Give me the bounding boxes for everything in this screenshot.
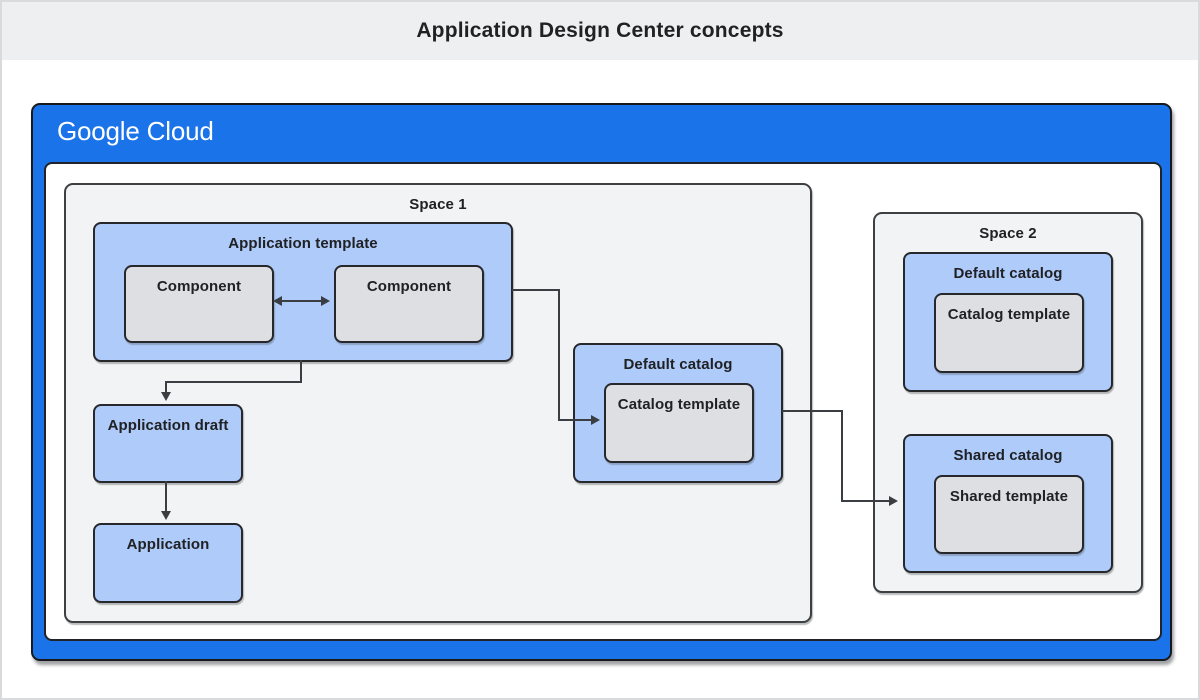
page-title: Application Design Center concepts (416, 19, 784, 42)
shared-catalog-box: Shared catalog Shared template (903, 434, 1113, 573)
space1-box: Space 1 Application template Component C… (64, 183, 812, 623)
component-left-label: Component (156, 278, 242, 295)
application-label: Application (126, 536, 210, 553)
component-box-right: Component (334, 265, 484, 343)
space2-catalog-template-label: Catalog template (947, 306, 1071, 323)
component-right-label: Component (366, 278, 452, 295)
space1-catalog-template-label: Catalog template (617, 396, 741, 413)
shared-catalog-label: Shared catalog (953, 447, 1063, 464)
shared-template-label: Shared template (949, 488, 1069, 505)
space2-box: Space 2 Default catalog Catalog template… (873, 212, 1143, 593)
space1-default-catalog-label: Default catalog (623, 356, 733, 373)
diagram-canvas: Space 1 Application template Component C… (44, 162, 1162, 641)
google-cloud-logo: Google Cloud (57, 116, 214, 146)
space2-label: Space 2 (979, 225, 1037, 242)
title-bar: Application Design Center concepts (2, 2, 1198, 60)
application-template-label: Application template (228, 235, 378, 252)
application-draft-label: Application draft (107, 417, 229, 434)
space2-default-catalog-box: Default catalog Catalog template (903, 252, 1113, 392)
space2-default-catalog-label: Default catalog (953, 265, 1063, 282)
component-box-left: Component (124, 265, 274, 343)
space1-label: Space 1 (409, 196, 467, 213)
application-template-box: Application template Component Component (93, 222, 513, 362)
application-draft-box: Application draft (93, 404, 243, 483)
space2-catalog-template-box: Catalog template (934, 293, 1084, 373)
application-box: Application (93, 523, 243, 603)
space1-default-catalog-box: Default catalog Catalog template (573, 343, 783, 483)
shared-template-box: Shared template (934, 475, 1084, 554)
google-cloud-container: Google Cloud Space 1 Application templat… (31, 103, 1172, 661)
space1-catalog-template-box: Catalog template (604, 383, 754, 463)
